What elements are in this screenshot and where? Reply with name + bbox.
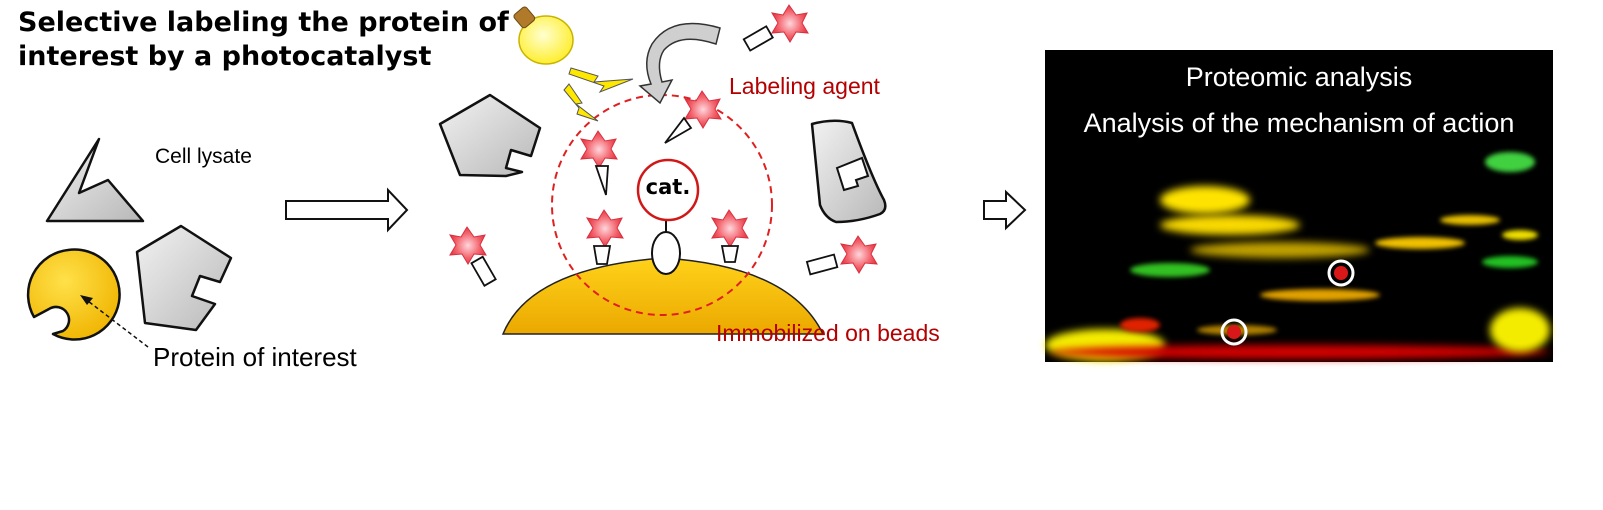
label-linker [742,25,774,52]
lightning-bolt-icon-2 [563,83,599,122]
gel-image [1045,50,1553,362]
pentagon-protein-2 [438,93,542,178]
star-label-icon [711,209,749,248]
cell-lysate-label: Cell lysate [155,145,252,168]
star-label-icon [840,235,878,274]
catalyst-circle [636,158,700,222]
pentagon-protein [135,224,233,332]
star-label-icon [586,209,624,248]
protein-of-interest-shape [26,248,121,341]
gel-spots [1045,152,1550,361]
label-anchor [592,245,612,265]
highlight-circle [1220,318,1248,346]
triangle-protein [45,137,145,223]
star-label-icon [449,226,487,265]
highlight-circle [1327,259,1355,287]
label-linker [805,253,839,276]
labeling-agent-label: Labeling agent [729,73,880,99]
pointer-arrowhead [80,295,93,305]
label-cone [664,116,693,144]
star-label-icon [684,90,722,129]
label-anchor [720,245,740,263]
immobilized-on-beads-label: Immobilized on beads [716,320,940,346]
protein-of-interest-label: Protein of interest [153,342,357,372]
catalyst-label: cat. [645,175,691,199]
label-cone [594,165,609,196]
light-bulb-icon [513,6,574,65]
right-arrow-icon [285,187,409,233]
label-agents [449,4,878,287]
right-arrow-icon-2 [983,189,1027,231]
curved-arrow-icon [638,22,721,105]
bound-protein-ellipse [651,231,681,275]
labeling-scene [438,4,887,335]
gel-title-line1: Proteomic analysis [1185,62,1413,92]
cell-lysate-group [26,137,233,348]
star-label-icon [771,4,809,43]
rounded-protein-notch [835,156,870,192]
figure-title: Selective labeling the protein of intere… [18,7,509,72]
lightning-bolt-icon [568,67,634,94]
gel-title-line2: Analysis of the mechanism of action [1083,108,1515,138]
star-label-icon [580,130,618,169]
label-linker [470,255,497,287]
